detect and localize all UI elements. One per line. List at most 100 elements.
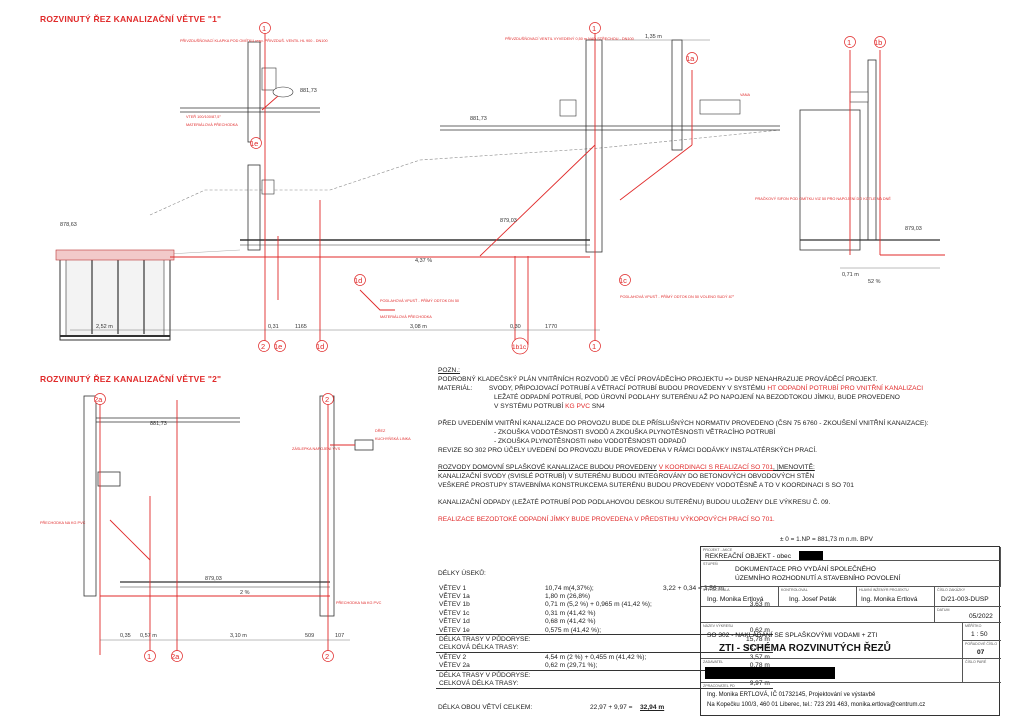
tb-label: MĚŘÍTKO (965, 624, 982, 628)
length-cell-name: VĚTEV 2 (439, 653, 467, 661)
tb-label: HLAVNÍ INŽENÝR PROJEKTU (859, 588, 909, 592)
tb-label: POŘADOVÉ ČÍSLO (965, 642, 998, 646)
length-cell-calc2: 3,22 + 0,34 = 3,56 m (663, 584, 724, 592)
dim-label: 509 (305, 633, 314, 639)
redaction-box (799, 551, 823, 560)
tb-number: POŘADOVÉ ČÍSLO 07 (963, 641, 1001, 659)
tb-author: VYPRACOVALA Ing. Monika Ertlová (701, 587, 779, 607)
level-note: ± 0 = 1.NP = 881,73 m n.m. BPV (780, 536, 873, 543)
length-cell-calc2 (660, 679, 727, 689)
cesspit-tank (55, 249, 175, 341)
length-cell-val: 22,97 m (726, 643, 773, 654)
tb-label: ZPRACOVATEL PD (703, 684, 735, 688)
level-label: 879,03 (205, 576, 222, 582)
dim-label: 1770 (545, 324, 557, 330)
level-label: 881,73 (300, 88, 317, 94)
annotation: VTEŘ 100/100/87,5° (186, 114, 221, 119)
annotation: PŘIVZDUŠŇOVACÍ KLAPKA POD OMÍTKU resp. P… (180, 38, 328, 43)
notes-text: VEŠKERÉ PROSTUPY STAVEBNÍMA KONSTRUKCEMA… (438, 482, 854, 489)
length-cell-name: VĚTEV 1e (436, 625, 542, 636)
marker-label: 2 (325, 652, 329, 661)
length-cell-calc: 0,575 m (41,42 %); (542, 625, 660, 636)
notes-text: - ZKOUŠKA VODOTĚSNOSTI SVODŮ A ZKOUŠKA P… (494, 429, 776, 436)
tb-drawing: NÁZEV VÝKRESU SO 302 - NAKLÁDÁNÍ SE SPLA… (701, 623, 963, 659)
tb-contract: ČÍSLO ZAKÁZKY D/21-003-DUSP (935, 587, 1001, 607)
notes-text: KANALIZAČNÍ SVODY (SVISLÉ POTRUBÍ) V SUT… (438, 473, 815, 480)
length-cell-calc2 (660, 643, 727, 654)
marker-label: 2 (261, 342, 265, 351)
tb-label: KONTROLOVAL (781, 588, 808, 592)
length-cell-calc (542, 679, 660, 689)
length-cell-name: VĚTEV 2a (436, 661, 542, 671)
notes-text: KG PVC (565, 403, 591, 410)
tb-label: NÁZEV VÝKRESU (703, 624, 734, 628)
length-cell-val: 3,57 m (749, 653, 770, 661)
dim-label: 107 (335, 633, 344, 639)
notes-text: KANALIZAČNÍ ODPADY (LEŽATÉ POTRUBÍ POD P… (438, 499, 831, 506)
marker-label: 1b (874, 38, 882, 47)
length-cell-calc2 (660, 661, 727, 671)
marker-label: 1d (354, 276, 362, 285)
tb-title-value: ZTI - SCHÉMA ROZVINUTÝCH ŘEZŮ (719, 643, 891, 654)
tb-scale-value: 1 : 50 (971, 631, 988, 638)
length-cell-name: DÉLKA TRASY V PŮDORYSE: (439, 671, 531, 679)
notes-heading: POZN.: (438, 367, 460, 374)
tb-project-value: REKREAČNÍ OBJEKT - obec (705, 553, 791, 560)
annotation: PODLAHOVÁ VPUSŤ - PŘÍMÝ ODTOK DN 50 (380, 298, 459, 303)
tb-label: ZADAVATEL (703, 660, 724, 664)
tb-label: STUPEŇ (703, 562, 718, 566)
tb-company-line: Ing. Monika ERTLOVÁ, IČ 01732145, Projek… (707, 692, 876, 698)
tb-stage: STUPEŇ DOKUMENTACE PRO VYDÁNÍ SPOLEČNÉHO… (701, 561, 1001, 587)
marker-label: 1c (619, 276, 627, 285)
tb-contract-value: D/21-003-DUSP (941, 596, 989, 603)
marker-label: 1e (274, 342, 282, 351)
dim-label: 0,30 (510, 324, 521, 330)
title-block: PROJEKT - AKCE REKREAČNÍ OBJEKT - obec S… (700, 546, 1001, 717)
tb-label: DATUM (937, 608, 950, 612)
annotation: ZÁSLEPKA NAPOJENÍ VVS (292, 447, 341, 451)
marker-label: 1 (592, 24, 596, 33)
annotation: PŘECHODKA NA KG PVC (40, 520, 86, 525)
marker-label: 2a (94, 395, 103, 404)
level-label: 878,63 (60, 222, 77, 228)
notes-text: V SYSTÉMU POTRUBÍ (494, 403, 564, 410)
notes-text: MATERIÁL: (438, 385, 473, 392)
section-2-title: ROZVINUTÝ ŘEZ KANALIZAČNÍ VĚTVE "2" (40, 374, 222, 384)
lengths-total-calc: 22,97 + 9,97 = (590, 704, 633, 711)
tb-label: ČÍSLO PARÉ (965, 660, 987, 664)
notes-coordination: ROZVODY DOMOVNÍ SPLAŠKOVÉ KANALIZACE BUD… (438, 463, 998, 472)
tb-ident: ČÍSLO PARÉ (963, 659, 1001, 683)
tb-chief: HLAVNÍ INŽENÝR PROJEKTU Ing. Monika Ertl… (857, 587, 935, 607)
tb-company-line: Na Kopečku 100/3, 460 01 Liberec, tel.: … (707, 702, 926, 708)
sewer-pipes-2 (99, 400, 355, 655)
tb-check: KONTROLOVAL Ing. Josef Peták (779, 587, 857, 607)
marker-label: 2a (171, 652, 180, 661)
lengths-total-value: 32,94 m (640, 704, 665, 711)
length-cell-calc2 (660, 625, 727, 636)
notes-text: , ]MENOVITĚ: (773, 464, 815, 471)
tb-company: ZPRACOVATEL PD Ing. Monika ERTLOVÁ, IČ 0… (701, 683, 1001, 717)
length-cell-name: VĚTEV 1a (439, 593, 470, 601)
slope-label: 2 % (240, 590, 250, 596)
length-cell-name: VĚTEV 1d (439, 618, 470, 626)
length-cell-calc: 0,31 m (41,42 %) (545, 609, 596, 617)
dim-label: 1,35 m (645, 34, 662, 40)
annotation: PŘECHODKA NA KG PVC (336, 600, 382, 605)
tb-check-value: Ing. Josef Peták (789, 596, 837, 603)
marker-label: 1a (686, 54, 695, 63)
tb-chief-value: Ing. Monika Ertlová (861, 596, 918, 603)
notes-material-system: V SYSTÉMU POTRUBÍ KG PVC SN4 (438, 402, 998, 411)
annotation: MATERIÁLOVÁ PŘECHODKA (186, 122, 238, 127)
marker-label: 1 (147, 652, 151, 661)
length-cell-calc: 0,68 m (41,42 %) (545, 618, 596, 626)
length-cell-calc: 0,62 m (29,71 %); (542, 661, 660, 671)
annotation: VANA (740, 93, 751, 97)
length-cell-name: VĚTEV 1b (439, 601, 470, 609)
lengths-total-label: DÉLKA OBOU VĚTVÍ CELKEM: (438, 704, 533, 711)
notes-line: PODROBNÝ KLADEČSKÝ PLÁN VNITŘNÍCH ROZVOD… (438, 376, 878, 383)
